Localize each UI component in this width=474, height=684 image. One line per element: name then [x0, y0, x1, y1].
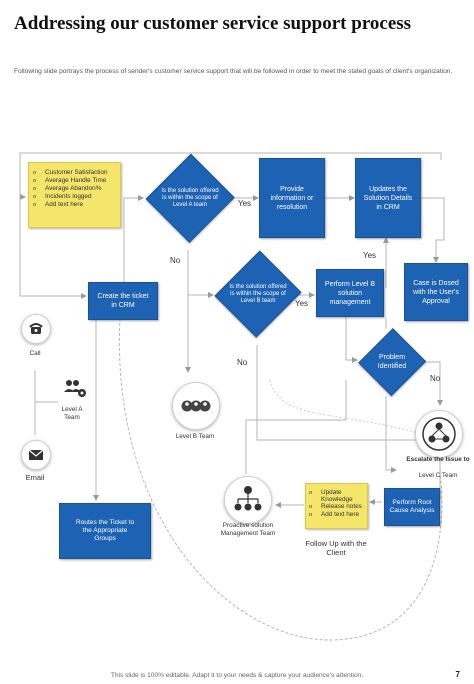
followup-item: Add text here: [309, 511, 364, 519]
phone-icon: [29, 323, 43, 334]
decision-problem-identified[interactable]: Problem Identified: [356, 324, 428, 400]
connector-problem-rootcause: [385, 396, 397, 473]
decision-level-a-text: Is the solution offered is within the sc…: [161, 187, 219, 208]
level-b-team-label: Level B Team: [175, 433, 215, 440]
provide-information-text: Provide information or resolution: [270, 185, 314, 211]
network-people-icon: [422, 417, 456, 451]
level-a-team-icon: [60, 378, 88, 400]
metric-item: Customer Satisfaction: [33, 169, 116, 177]
connector-perform-problem: [345, 316, 358, 363]
escalate-label: Escalate the Issue to: [406, 456, 470, 463]
provide-information-box[interactable]: Provide information or resolution: [259, 158, 325, 238]
followup-item: Update Knowledge: [309, 489, 364, 503]
case-closed-box[interactable]: Case is Dosed with the User's Approval: [404, 263, 468, 321]
metrics-sticky-note: Customer Satisfaction Average Handle Tim…: [28, 162, 121, 228]
connector-top-loop: [19, 152, 442, 200]
connector-left-spine: [19, 197, 87, 299]
page-number: 7: [455, 670, 460, 679]
followup-sticky-note: Update Knowledge Release notes Add text …: [305, 483, 368, 529]
level-b-team-circle[interactable]: [172, 382, 220, 430]
decision-level-b-text: Is the solution offered is within the sc…: [229, 283, 287, 304]
label-no-problem: No: [430, 374, 441, 383]
connector-b-no: [256, 345, 420, 441]
follow-up-label: Follow Up with the Client: [305, 539, 367, 557]
call-circle[interactable]: [21, 314, 51, 344]
connector-problem-no: [420, 361, 443, 406]
routes-ticket-box[interactable]: Routes the Ticket to the Appropriate Gro…: [59, 503, 151, 559]
page-title: Addressing our customer service support …: [14, 13, 412, 34]
connector-proactive-up: [245, 380, 347, 474]
call-label: Call: [29, 350, 41, 357]
create-ticket-box[interactable]: Create the ticket in CRM: [88, 282, 158, 320]
page-subtitle: Following slide portrays the process of …: [14, 68, 453, 75]
metric-item: Average Abandon%: [33, 185, 116, 193]
level-a-team-label: Level A Team: [61, 406, 83, 421]
label-no-a: No: [170, 256, 181, 265]
case-closed-text: Case is Dosed with the User's Approval: [413, 279, 459, 305]
label-yes-problem: Yes: [363, 251, 377, 260]
metric-item: Incidents logged: [33, 193, 116, 201]
footer-text: This slide is 100% editable. Adapt it to…: [110, 672, 364, 679]
connector-dashed-small: [269, 379, 416, 433]
updates-solution-text: Updates the Solution Details in CRM: [363, 185, 413, 211]
org-chart-icon: [234, 486, 262, 511]
followup-item: Release notes: [309, 503, 364, 511]
email-label: Email: [25, 473, 45, 482]
proactive-team-circle[interactable]: [224, 476, 272, 524]
create-ticket-text: Create the ticket in CRM: [97, 293, 149, 309]
metric-item: Average Handle Time: [33, 177, 116, 185]
label-no-b: No: [237, 358, 248, 367]
routes-ticket-text: Routes the Ticket to the Appropriate Gro…: [75, 519, 135, 542]
perform-level-b-box[interactable]: Perform Level B solution management: [316, 269, 384, 317]
email-circle[interactable]: [21, 440, 51, 470]
updates-solution-box[interactable]: Updates the Solution Details in CRM: [355, 158, 421, 238]
root-cause-box[interactable]: Perform Root Cause Analysis: [384, 488, 440, 526]
proactive-team-label: Proactive solution Management Team: [220, 522, 276, 537]
metric-item: Add text here: [33, 201, 116, 209]
label-yes-b: Yes: [295, 299, 309, 308]
connector-updates-case: [419, 197, 445, 263]
connector-dashed-curve: [118, 317, 443, 641]
group-icon: [181, 400, 211, 412]
root-cause-text: Perform Root Cause Analysis: [389, 499, 435, 514]
problem-identified-text: Problem Identified: [377, 354, 407, 370]
perform-level-b-text: Perform Level B solution management: [324, 280, 376, 306]
envelope-icon: [28, 449, 44, 460]
decision-level-a[interactable]: Is the solution offered is within the sc…: [142, 148, 238, 248]
escalate-circle[interactable]: [415, 410, 463, 458]
connector-ticket-a: [123, 195, 144, 283]
escalate-sublabel: Level C Team: [418, 472, 458, 479]
label-yes-a: Yes: [238, 199, 252, 208]
decision-level-b[interactable]: Is the solution offered is within the sc…: [212, 244, 304, 344]
